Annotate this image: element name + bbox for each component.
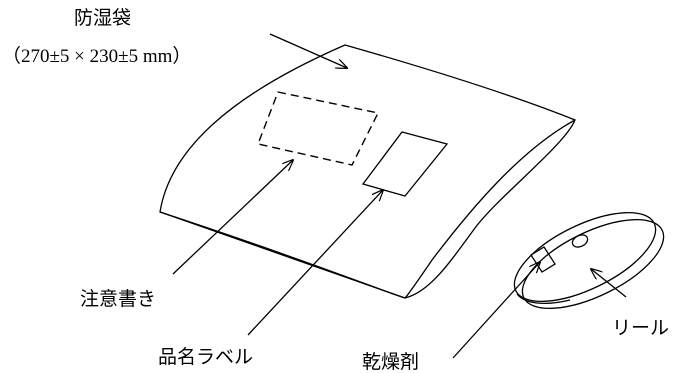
bag-bottom-edge: [159, 211, 406, 299]
desiccant-leader-arrow: [452, 262, 540, 359]
product-label-leader-arrow: [247, 190, 383, 336]
caution-leader-arrow: [172, 160, 293, 275]
bag-name-label: 防湿袋: [74, 7, 131, 29]
desiccant-label: 乾燥剤: [362, 351, 419, 373]
reel-leader-arrow: [591, 269, 627, 298]
reel-face: [513, 212, 657, 302]
reel-rim-edge: [516, 293, 571, 305]
bag-size-label: （270±5 × 230±5 mm）: [2, 45, 191, 67]
product-name-label-box: [361, 131, 449, 197]
bag-fold-curve: [404, 119, 576, 299]
bag-outline: [159, 44, 576, 299]
product-name-label: 品名ラベル: [158, 346, 253, 368]
bag-leader-arrow: [269, 33, 347, 68]
reel-rim: [521, 219, 665, 309]
reel-label: リール: [612, 317, 669, 339]
reel: [513, 212, 665, 309]
moisture-proof-bag: [159, 44, 576, 299]
reel-hub-hole: [571, 234, 589, 248]
caution-label: 注意書き: [80, 288, 156, 310]
caution-label-area: [257, 91, 380, 166]
